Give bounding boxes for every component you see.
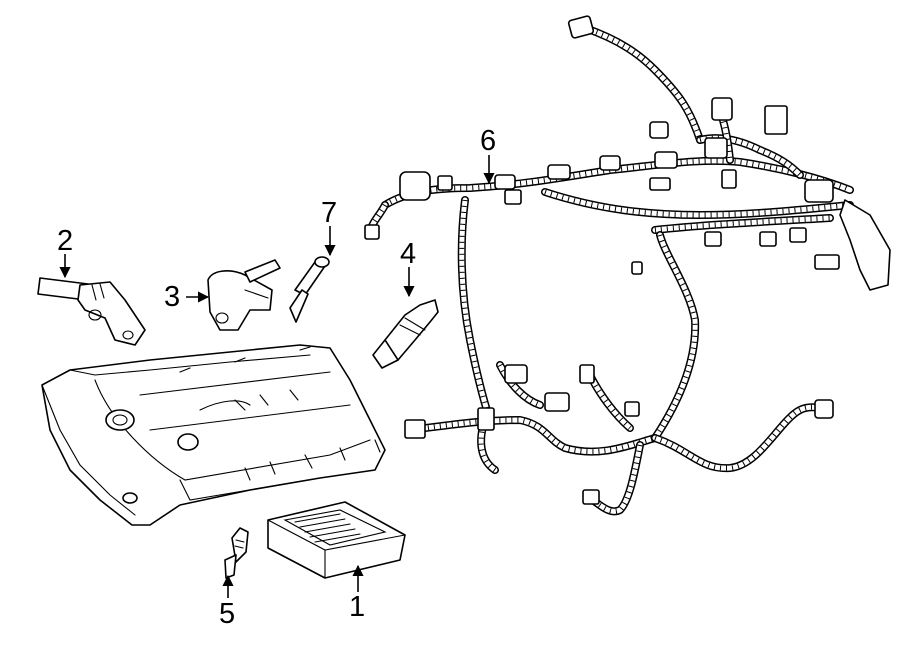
harness-wire bbox=[582, 25, 703, 143]
callout-2: 2 bbox=[57, 225, 74, 257]
harness-wire bbox=[587, 442, 643, 514]
harness-wire bbox=[497, 362, 543, 408]
callout-4: 4 bbox=[400, 238, 417, 270]
engine-control-module bbox=[267, 501, 406, 579]
harness-wire bbox=[652, 404, 831, 471]
harness-wire bbox=[651, 403, 832, 473]
harness-wire bbox=[654, 404, 829, 471]
harness-wire bbox=[542, 189, 853, 218]
harness-wire bbox=[459, 197, 493, 423]
harness-connectors bbox=[364, 15, 891, 505]
callout-3: 3 bbox=[164, 281, 181, 313]
callout-7: 7 bbox=[321, 197, 338, 229]
harness-wire bbox=[654, 215, 831, 233]
callout-6: 6 bbox=[480, 125, 497, 157]
wiring-harness bbox=[366, 24, 854, 516]
spark-plug bbox=[224, 527, 249, 579]
crankshaft-position-sensor bbox=[37, 277, 146, 346]
knock-sensor bbox=[289, 256, 330, 323]
harness-wire bbox=[409, 417, 656, 455]
oxygen-sensor bbox=[372, 299, 439, 369]
callout-1: 1 bbox=[349, 591, 366, 623]
camshaft-position-sensor bbox=[207, 259, 281, 331]
valve-cover bbox=[41, 344, 386, 526]
leader-lines bbox=[59, 155, 495, 598]
callout-5: 5 bbox=[219, 598, 236, 630]
harness-wire bbox=[584, 25, 703, 141]
harness-wire bbox=[581, 24, 704, 144]
harness-wire bbox=[652, 232, 698, 441]
